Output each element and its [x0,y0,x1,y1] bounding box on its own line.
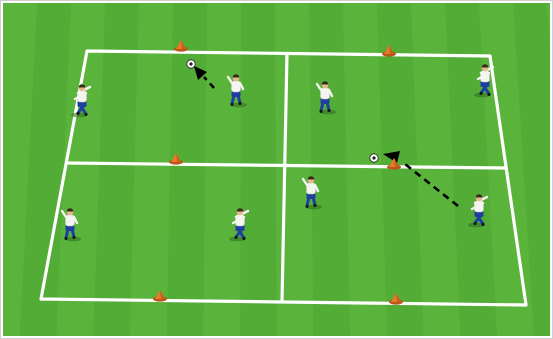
ball-center-right [370,154,378,162]
ball-top-left [187,60,195,68]
